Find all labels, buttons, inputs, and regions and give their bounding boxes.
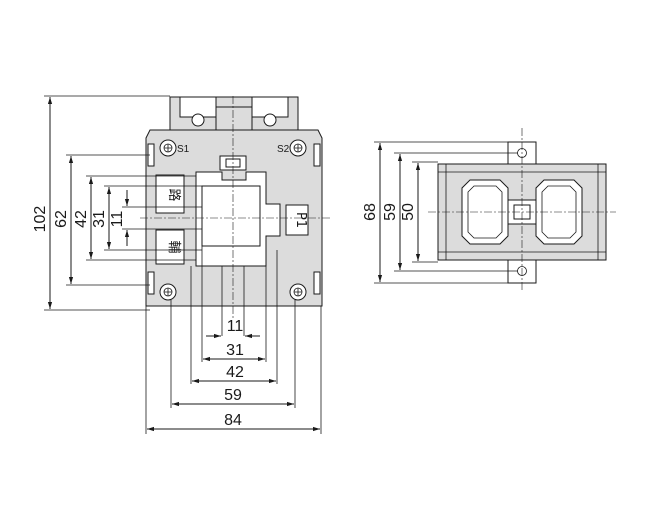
dim-front-v-42: 42 — [73, 210, 90, 228]
terminal-s1: S1 — [177, 144, 190, 155]
side-view — [428, 128, 616, 292]
label-upper: 路 — [166, 188, 182, 201]
side-vertical-dimensions: 68 59 50 — [362, 141, 518, 284]
top-terminal-block — [169, 96, 299, 132]
dim-front-h-84: 84 — [224, 412, 242, 429]
front-horizontal-dimensions: 11 31 42 59 84 — [145, 246, 322, 434]
dim-side-v-59: 59 — [382, 203, 399, 221]
dim-front-h-59: 59 — [224, 387, 242, 404]
screw-bottom-left — [159, 283, 177, 301]
dim-side-v-68: 68 — [362, 203, 379, 221]
polarity-plate — [285, 204, 309, 236]
dim-front-h-11: 11 — [227, 318, 244, 335]
label-plate-lower — [155, 229, 185, 265]
screw-s1 — [159, 139, 177, 157]
dim-front-v-11: 11 — [109, 211, 126, 228]
polarity-mark: P1 — [293, 212, 308, 228]
front-view: 路 輔 P1 — [140, 96, 330, 318]
primary-window-inner — [201, 185, 261, 247]
dim-front-v-102: 102 — [32, 206, 49, 233]
dim-front-h-31: 31 — [226, 342, 244, 359]
screw-s2 — [289, 139, 307, 157]
screw-bottom-right — [289, 283, 307, 301]
dim-side-v-50: 50 — [400, 203, 417, 221]
dim-front-v-62: 62 — [53, 210, 70, 228]
terminal-s2: S2 — [277, 144, 290, 155]
dim-front-v-31: 31 — [91, 210, 108, 228]
label-lower: 輔 — [166, 240, 181, 253]
dim-front-h-42: 42 — [226, 364, 244, 381]
front-vertical-dimensions: 102 62 42 31 11 — [32, 95, 202, 311]
